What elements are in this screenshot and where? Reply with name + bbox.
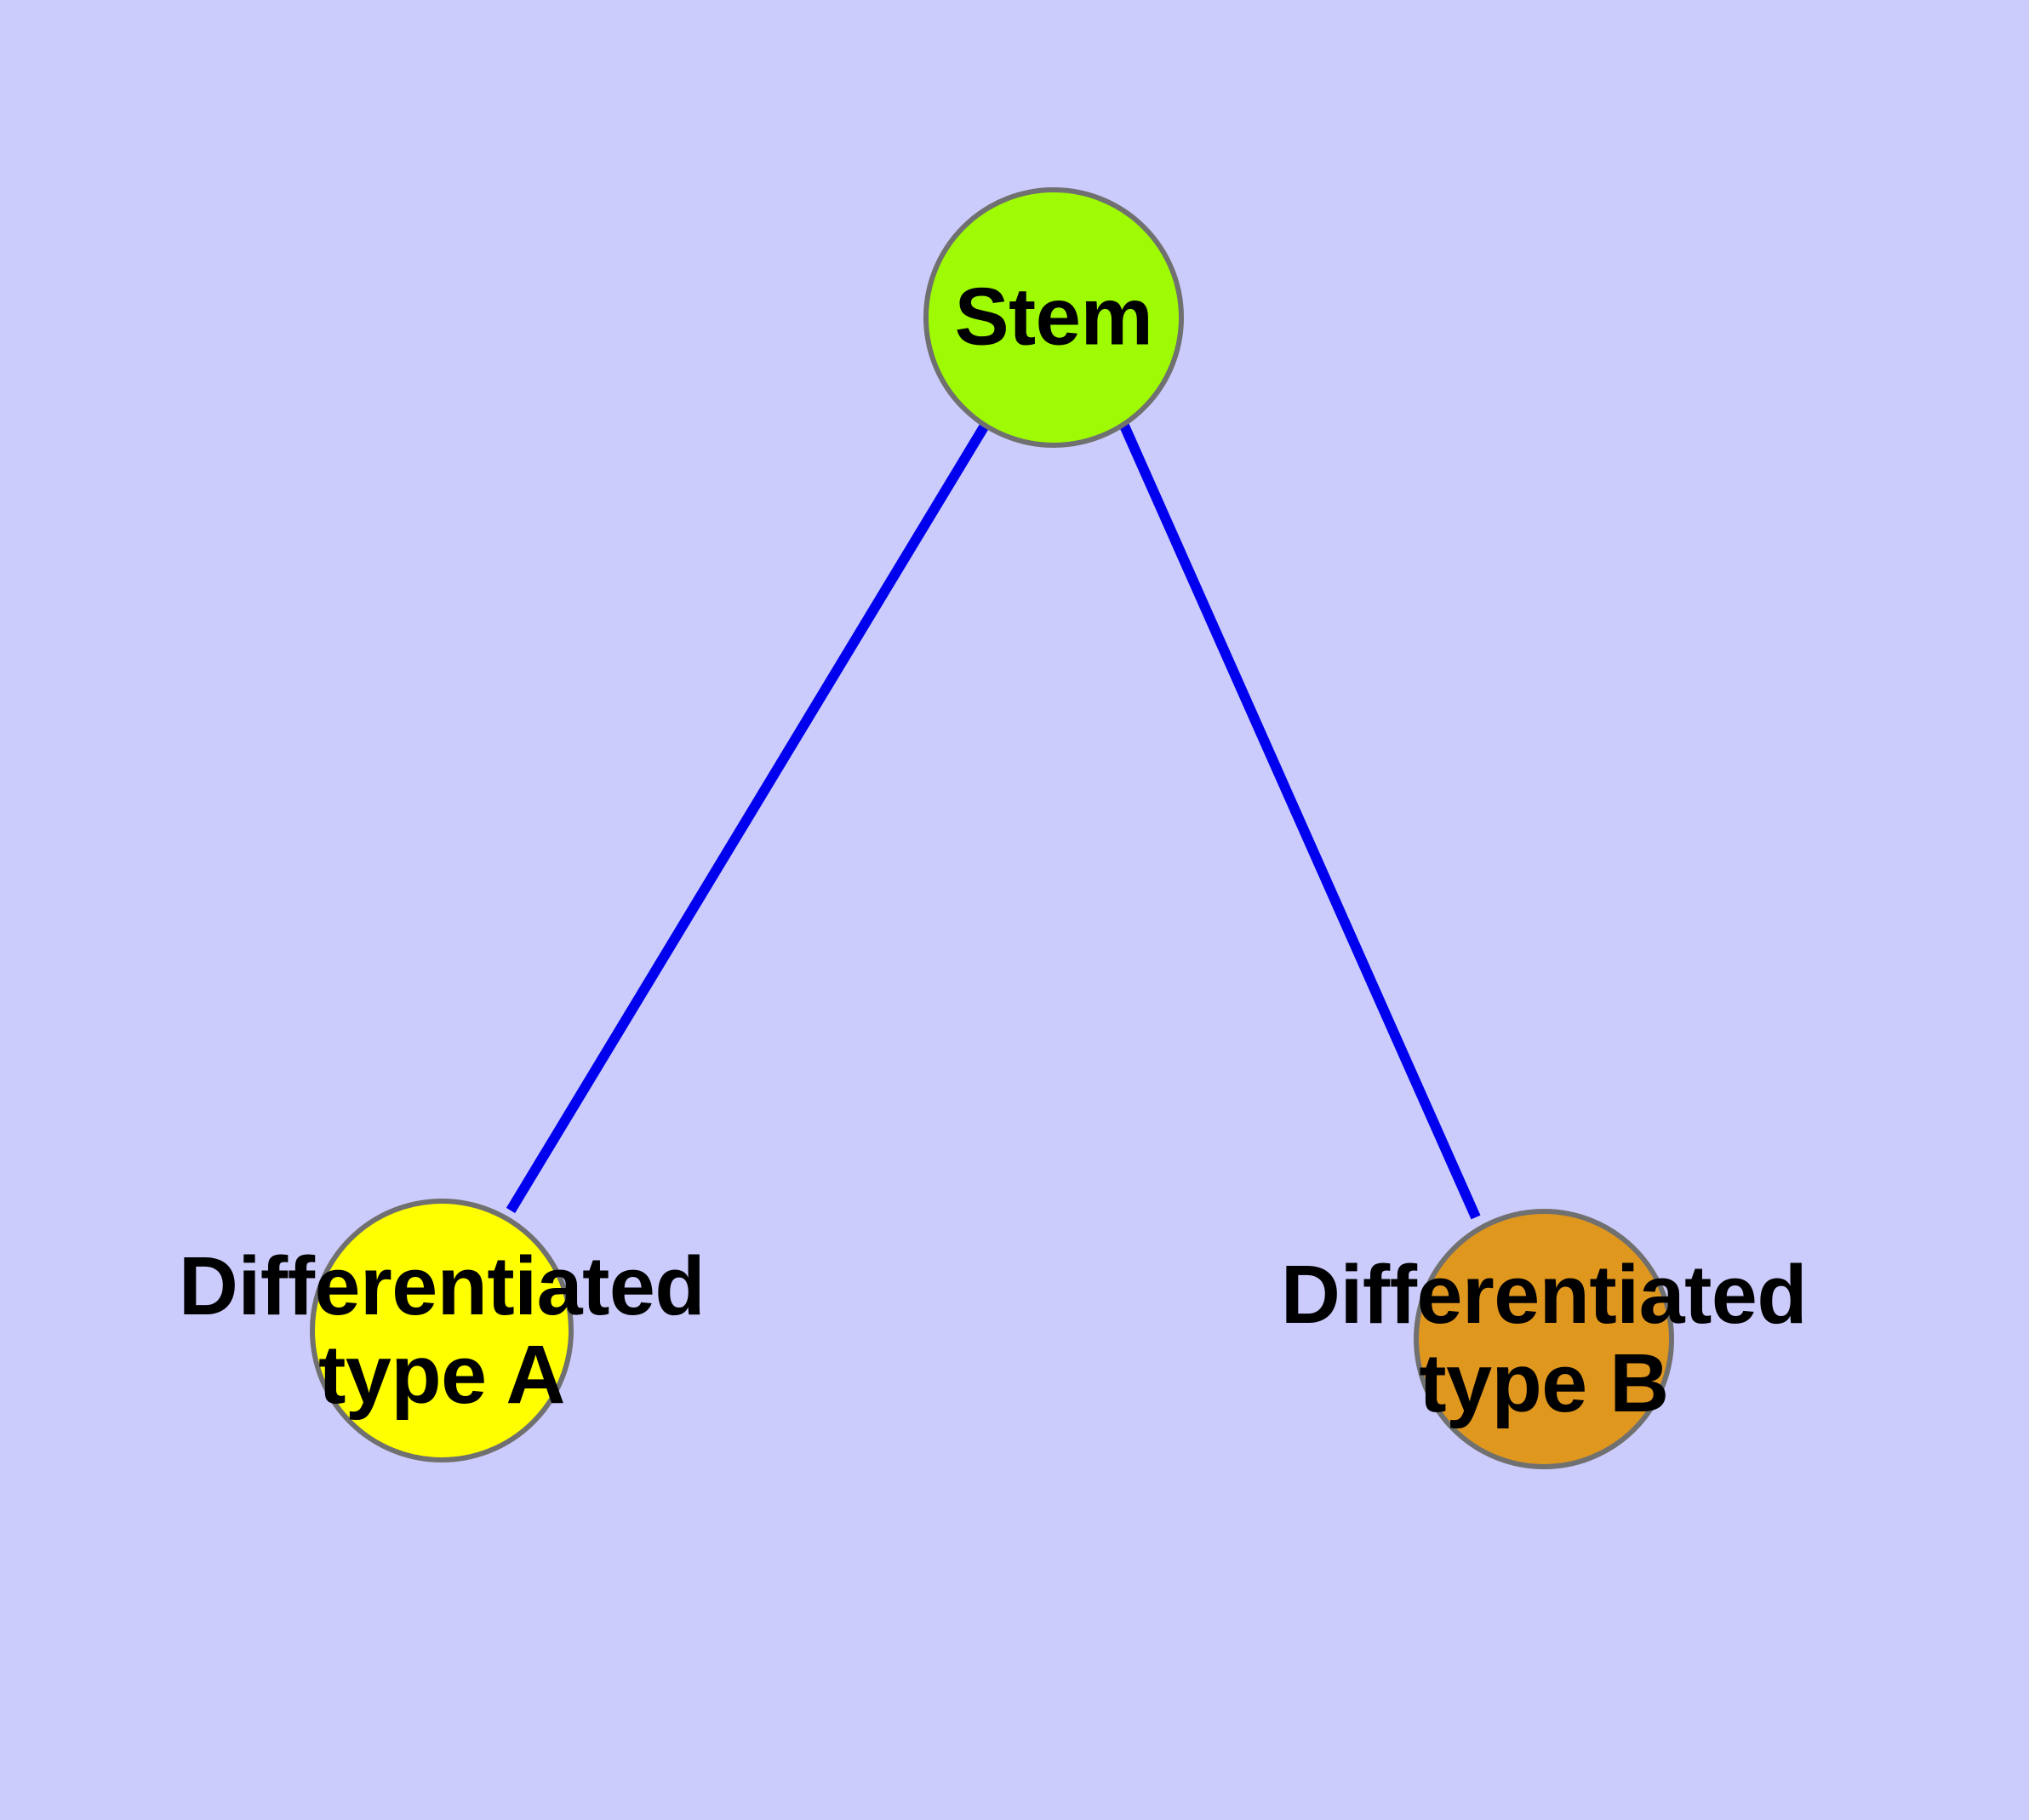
edge-stem-to-diff-a[interactable]	[506, 422, 990, 1214]
node-circle-diff-a[interactable]	[310, 1199, 574, 1462]
edge-stem-to-diff-b[interactable]	[1119, 423, 1481, 1220]
node-layer	[310, 187, 1674, 1469]
edge-layer	[506, 422, 1481, 1220]
node-circle-diff-b[interactable]	[1414, 1209, 1674, 1469]
node-circle-stem[interactable]	[923, 187, 1184, 448]
